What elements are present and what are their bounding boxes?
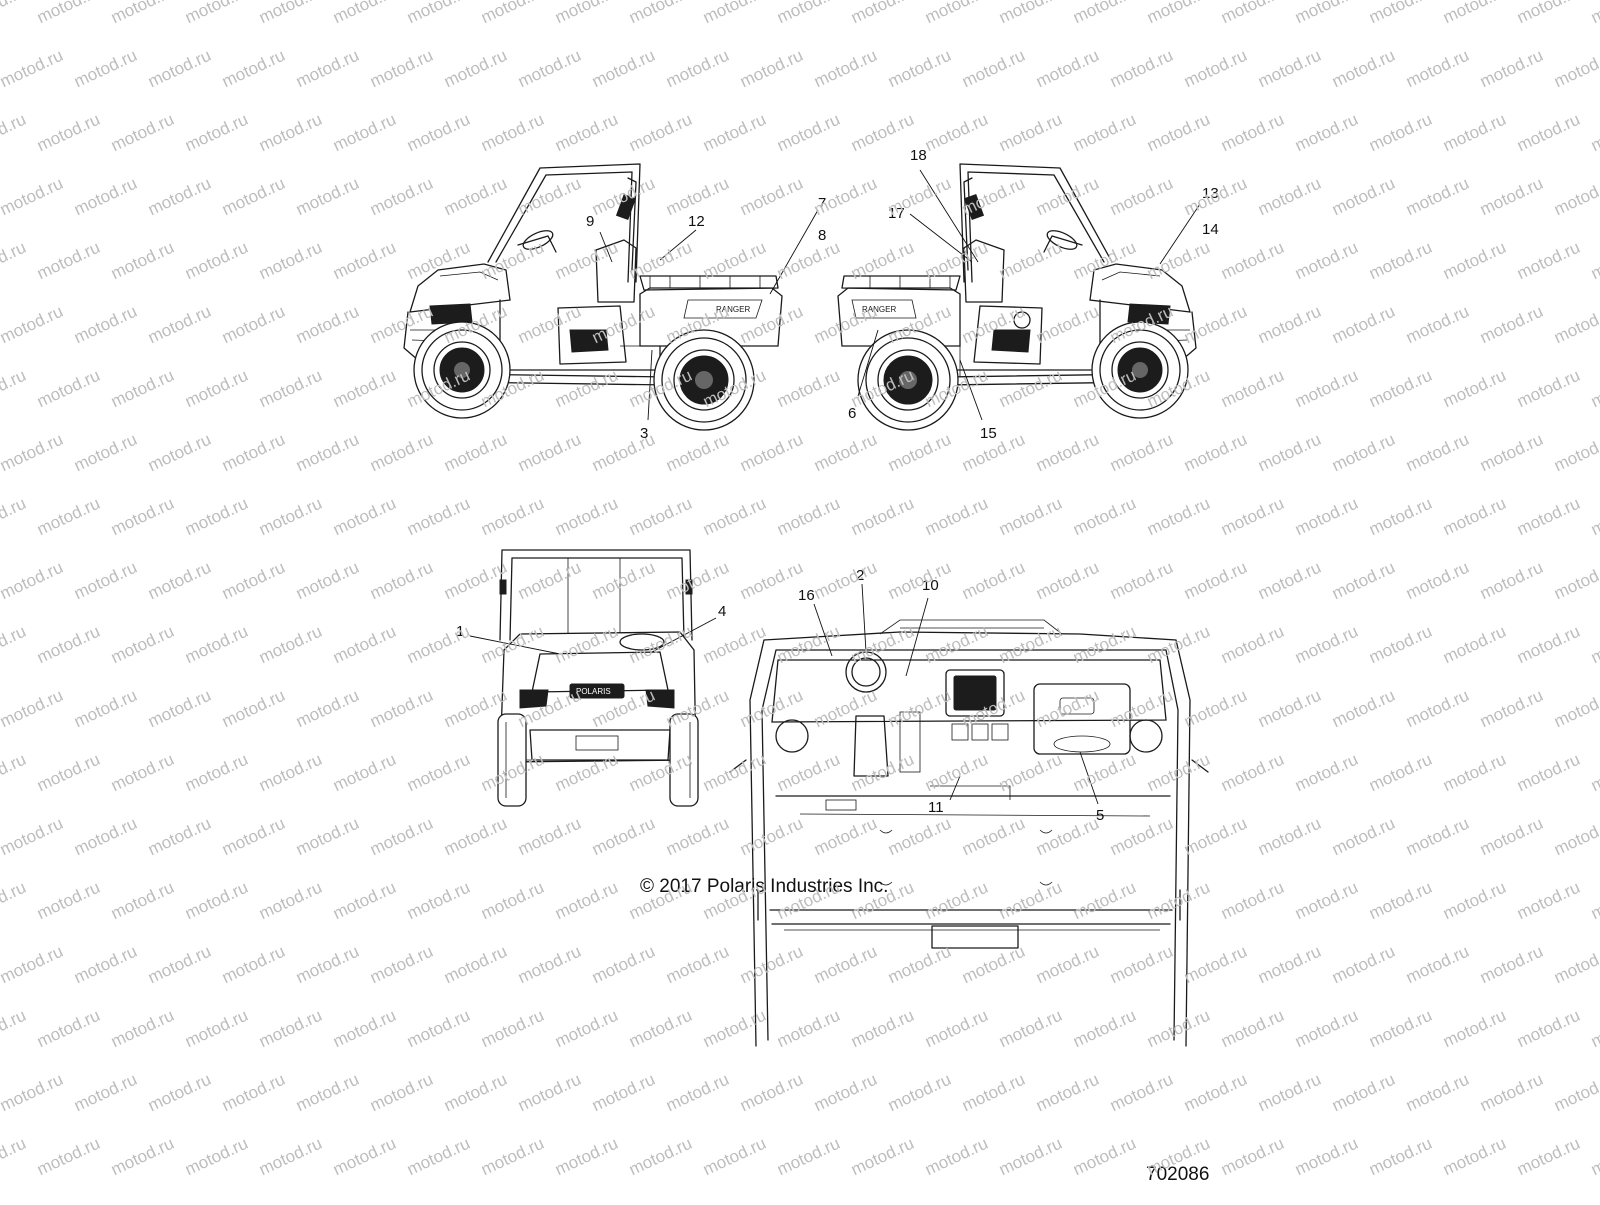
top-view [729, 619, 1209, 1047]
copyright-notice: © 2017 Polaris Industries Inc. [640, 876, 888, 897]
callout-17: 17 [888, 205, 905, 222]
polaris-grille-badge: POLARIS [576, 687, 611, 696]
callout-9: 9 [586, 213, 594, 230]
callout-5: 5 [1096, 807, 1104, 824]
callout-2: 2 [856, 567, 864, 584]
front-wheel-left-view [413, 321, 511, 419]
callout-8: 8 [818, 227, 826, 244]
callout-13: 13 [1202, 185, 1219, 202]
callout-1: 1 [456, 623, 464, 640]
callout-10: 10 [922, 577, 939, 594]
figure-number: 702086 [1146, 1164, 1209, 1185]
callout-7: 7 [818, 195, 826, 212]
callout-leaders [469, 169, 1201, 805]
callout-3: 3 [640, 425, 648, 442]
callout-11: 11 [928, 799, 944, 816]
front-wheel-right-view [1091, 321, 1189, 419]
front-view: POLARIS [497, 549, 699, 807]
rear-wheel-left-view [653, 329, 755, 431]
callout-16: 16 [798, 587, 815, 604]
callout-18: 18 [910, 147, 927, 164]
ranger-decal-right: RANGER [862, 305, 896, 314]
callout-4: 4 [718, 603, 726, 620]
callout-6: 6 [848, 405, 856, 422]
ranger-decal-left: RANGER [716, 305, 750, 314]
rear-wheel-right-view [857, 329, 959, 431]
callout-14: 14 [1202, 221, 1219, 238]
callout-numbers: 9 12 7 8 3 18 17 13 14 6 15 1 4 16 2 10 … [456, 147, 1219, 824]
right-side-view: RANGER [837, 163, 1197, 431]
callout-15: 15 [980, 425, 997, 442]
callout-12: 12 [688, 213, 705, 230]
left-side-view: RANGER [403, 163, 783, 431]
